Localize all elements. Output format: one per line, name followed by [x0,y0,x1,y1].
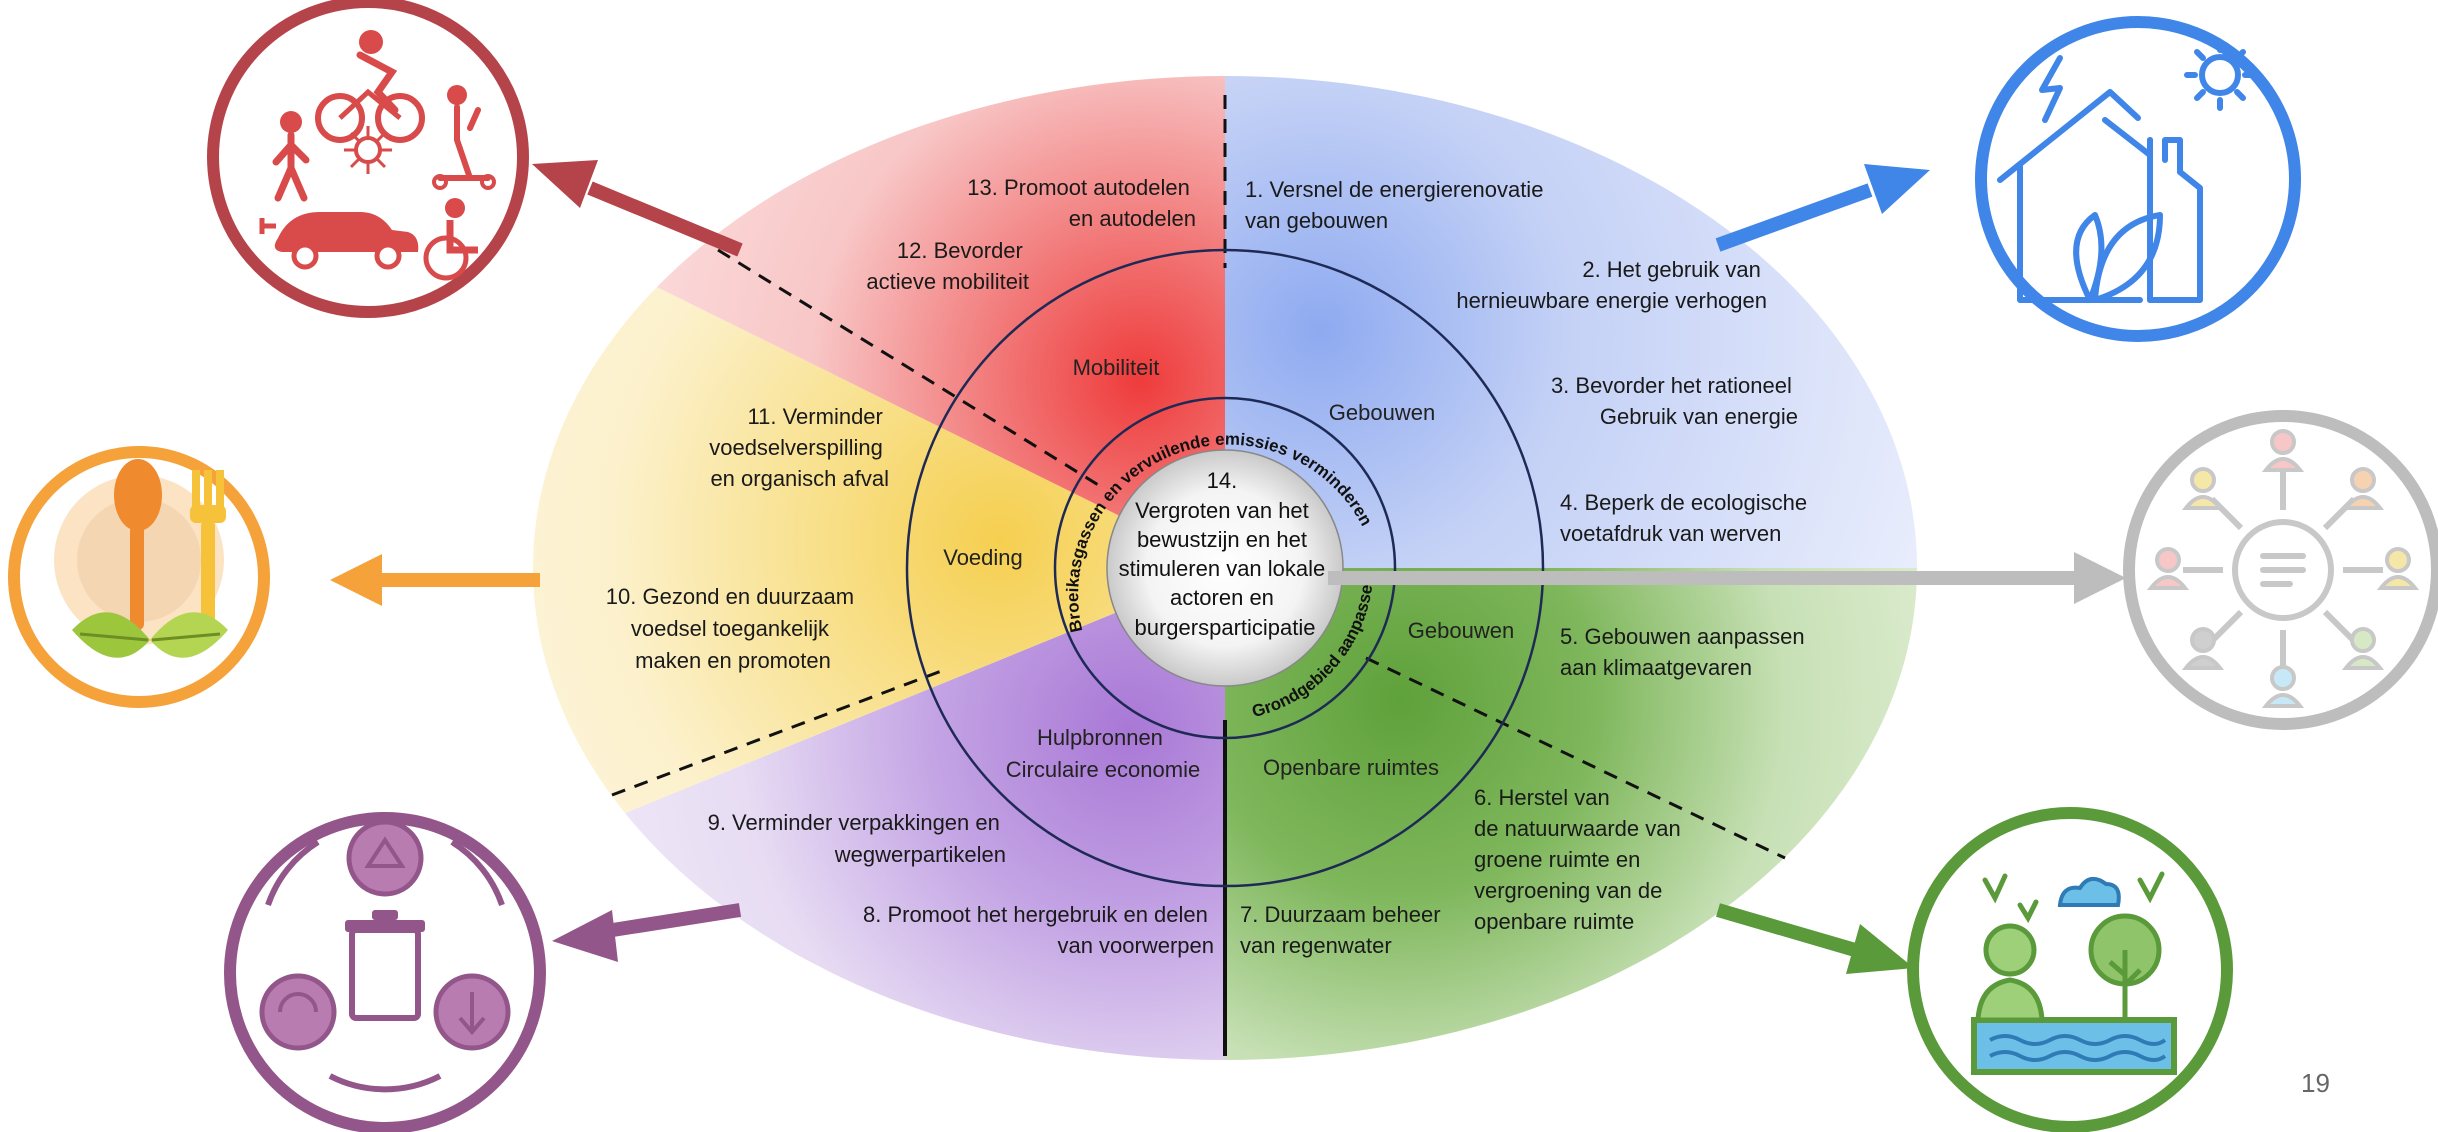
participation-people [2146,429,2420,708]
measure-9: 9. Verminder verpakkingen en wegwerparti… [708,810,1006,867]
category-gebouwen-top: Gebouwen [1329,400,1435,425]
green-space-icon [1907,807,2233,1132]
measure-2: 2. Het gebruik van hernieuwbare energie … [1456,257,1767,313]
participation-icon [2123,410,2438,730]
outer-ring [905,248,1545,888]
sector-dividers [611,95,1786,860]
measure-12: 12. Bevorder actieve mobiliteit [866,238,1029,294]
mobility-icon [207,0,529,318]
center-text: 14. Vergroten van het bewustzijn en het … [1119,468,1332,640]
arrow-food [330,554,540,606]
measure-11: 11. Verminder voedselverspilling en orga… [709,404,889,491]
measure-1: 1. Versnel de energierenovatie van gebou… [1245,177,1550,233]
category-openbare-ruimtes: Openbare ruimtes [1263,755,1439,780]
category-gebouwen-right: Gebouwen [1408,618,1514,643]
measure-13: 13. Promoot autodelen en autodelen [967,175,1196,231]
measure-8: 8. Promoot het hergebruik en delen van v… [863,902,1214,958]
recycling-icon [224,812,546,1132]
building-energy-icon [1975,16,2301,342]
center-circle [1106,449,1344,687]
measure-6: 6. Herstel van de natuurwaarde van groen… [1474,785,1687,934]
inner-ring [1053,396,1397,740]
page-number: 19 [2301,1068,2330,1098]
arrow-participation [1328,552,2126,604]
arrow-buildings [1715,164,1930,252]
category-hulpbronnen: Hulpbronnen Circulaire economie [1006,725,1200,782]
measure-4: 4. Beperk de ecologische voetafdruk van … [1560,490,1813,546]
measure-5: 5. Gebouwen aanpassen aan klimaatgevaren [1560,624,1811,680]
arrow-resources [552,903,742,962]
arrow-mobility [532,160,743,257]
category-voeding: Voeding [943,545,1023,570]
measure-7: 7. Duurzaam beheer van regenwater [1240,902,1447,958]
measure-10: 10. Gezond en duurzaam voedsel toegankel… [606,584,860,673]
category-mobiliteit: Mobiliteit [1073,355,1160,380]
food-icon [8,446,270,708]
arrow-green-space [1716,903,1914,974]
measure-3: 3. Bevorder het rationeel Gebruik van en… [1551,373,1798,429]
